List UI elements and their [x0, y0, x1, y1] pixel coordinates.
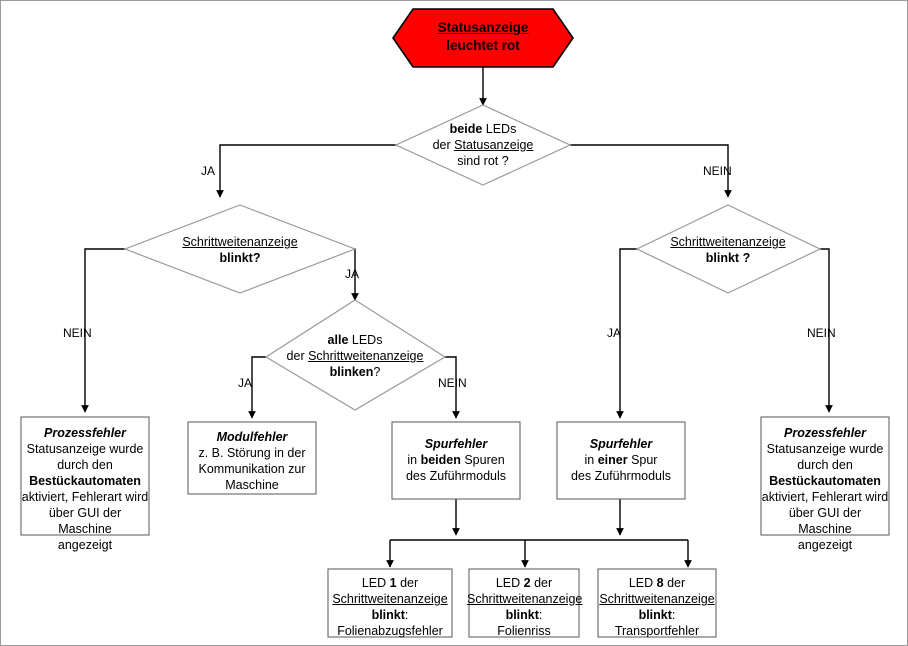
result-box-spurfehler-beide	[391, 421, 521, 500]
edge-d1-ja	[216, 144, 396, 198]
start-node-label: Statusanzeige leuchtet rot	[393, 19, 573, 54]
result-box-led-1	[327, 568, 453, 638]
decision-d1-diamond	[394, 104, 572, 186]
decision-d3-diamond	[635, 204, 822, 294]
result-box-modulfehler	[187, 421, 317, 495]
edge-d4-ja	[248, 356, 266, 419]
edge-label-d3-nein: NEIN	[807, 326, 836, 340]
result-box-led-3	[597, 568, 717, 638]
start-hexagon	[392, 8, 574, 68]
edge-d2-nein	[81, 248, 125, 413]
edge-label-d4-nein: NEIN	[438, 376, 467, 390]
edge-label-d1-nein: NEIN	[703, 164, 732, 178]
result-box-prozessfehler-right	[760, 416, 890, 536]
start-line-1: Statusanzeige	[437, 20, 529, 35]
edge-d3-nein	[820, 248, 833, 413]
edge-d1-nein	[570, 144, 732, 198]
result-box-prozessfehler-left	[20, 416, 150, 536]
edge-d3-ja	[616, 248, 637, 419]
start-line-2: leuchtet rot	[446, 37, 520, 53]
decision-d2-diamond	[123, 204, 357, 294]
result-box-led-2	[468, 568, 580, 638]
decision-d4-diamond	[264, 299, 447, 411]
edge-label-d1-ja: JA	[201, 164, 216, 178]
edge-label-d4-ja: JA	[238, 376, 253, 390]
edge-label-d3-ja: JA	[607, 326, 622, 340]
edge-label-d2-ja: JA	[345, 267, 360, 281]
edge-d4-nein	[445, 356, 460, 419]
result-box-spurfehler-eine	[556, 421, 686, 500]
edge-label-d2-nein: NEIN	[63, 326, 92, 340]
